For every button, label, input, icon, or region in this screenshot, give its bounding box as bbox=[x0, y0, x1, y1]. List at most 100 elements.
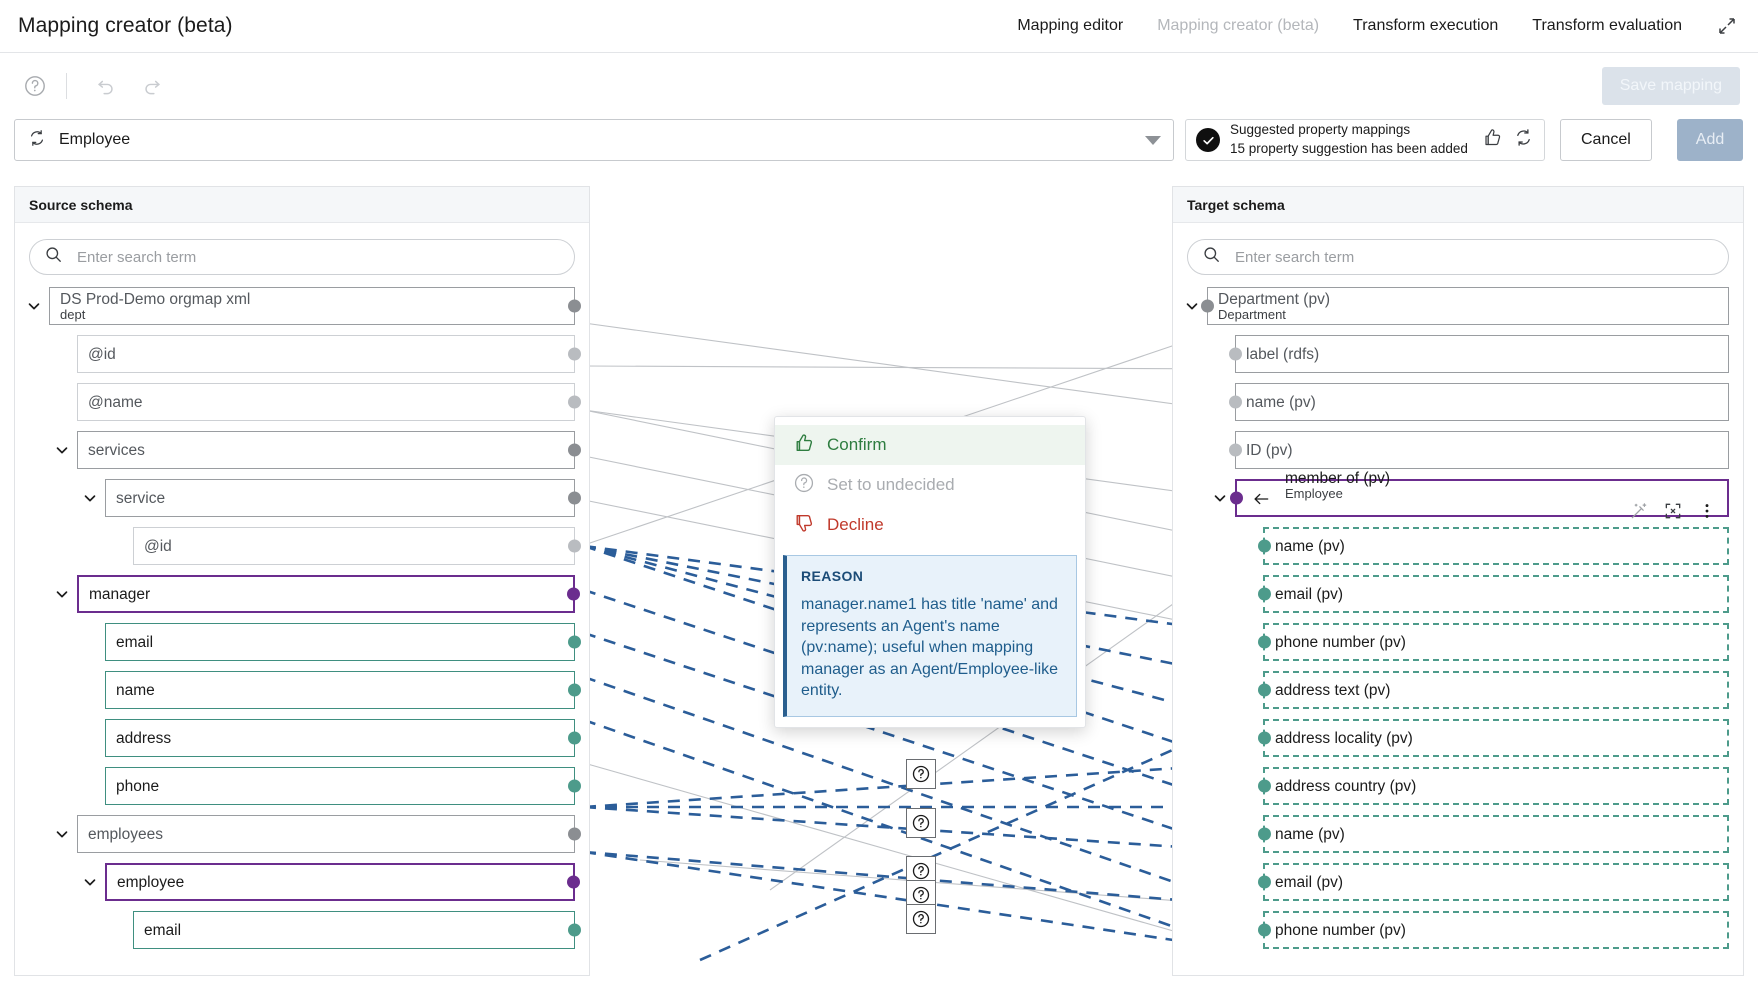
tree-node[interactable]: employee bbox=[15, 863, 589, 901]
nav-mapping-editor[interactable]: Mapping editor bbox=[1017, 17, 1124, 34]
chevron-down-icon[interactable] bbox=[51, 583, 73, 605]
tree-node[interactable]: address text (pv) bbox=[1173, 671, 1743, 709]
collapse-diagonal-icon[interactable] bbox=[1716, 15, 1738, 37]
source-search-box[interactable] bbox=[29, 239, 575, 275]
chevron-down-icon[interactable] bbox=[79, 871, 101, 893]
tree-node[interactable]: member of (pv)Employee bbox=[1173, 470, 1743, 519]
connector-dot[interactable] bbox=[568, 635, 581, 649]
chevron-down-icon[interactable] bbox=[51, 823, 73, 845]
connector-dot[interactable] bbox=[568, 923, 581, 937]
more-vertical-icon[interactable] bbox=[1697, 501, 1717, 526]
tree-node-box[interactable]: address country (pv) bbox=[1258, 767, 1729, 805]
tree-node[interactable]: email bbox=[15, 623, 589, 661]
chevron-down-icon[interactable] bbox=[51, 439, 73, 461]
tree-node[interactable]: @id bbox=[15, 527, 589, 565]
connector-dot[interactable] bbox=[568, 299, 581, 313]
menu-item-decline[interactable]: Decline bbox=[775, 505, 1085, 545]
tree-node-box[interactable]: address bbox=[105, 719, 581, 757]
connector-dot[interactable] bbox=[1258, 875, 1271, 889]
tree-node-box[interactable]: email (pv) bbox=[1258, 575, 1729, 613]
connector-dot[interactable] bbox=[1258, 587, 1271, 601]
tree-node-box[interactable]: manager bbox=[77, 575, 580, 613]
connector-dot[interactable] bbox=[1258, 539, 1271, 553]
tree-node[interactable]: @id bbox=[15, 335, 589, 373]
tree-node[interactable]: phone number (pv) bbox=[1173, 623, 1743, 661]
tree-node[interactable]: name (pv) bbox=[1173, 527, 1743, 565]
undo-button[interactable] bbox=[89, 69, 123, 103]
chevron-down-icon[interactable] bbox=[79, 487, 101, 509]
tree-node[interactable]: name bbox=[15, 671, 589, 709]
tree-node[interactable]: address locality (pv) bbox=[1173, 719, 1743, 757]
tree-node-box[interactable]: name (pv) bbox=[1258, 527, 1729, 565]
tree-node-box[interactable]: name (pv) bbox=[1258, 815, 1729, 853]
connector-dot[interactable] bbox=[568, 779, 581, 793]
tree-node-box[interactable]: member of (pv)Employee bbox=[1230, 470, 1729, 519]
connector-dot[interactable] bbox=[1230, 491, 1243, 505]
connector-dot[interactable] bbox=[1229, 347, 1242, 361]
tree-node-box[interactable]: phone number (pv) bbox=[1258, 911, 1729, 949]
tree-node-box[interactable]: @id bbox=[133, 527, 581, 565]
connector-dot[interactable] bbox=[1258, 683, 1271, 697]
add-button[interactable]: Add bbox=[1677, 119, 1743, 161]
menu-item-confirm[interactable]: Confirm bbox=[775, 425, 1085, 465]
target-search-input[interactable] bbox=[1233, 247, 1714, 267]
chevron-down-icon[interactable] bbox=[23, 295, 45, 317]
connector-dot[interactable] bbox=[568, 443, 581, 457]
connector-dot[interactable] bbox=[568, 395, 581, 409]
tree-node-box[interactable]: name bbox=[105, 671, 581, 709]
connector-dot[interactable] bbox=[567, 875, 580, 889]
chevron-down-icon[interactable] bbox=[1209, 487, 1231, 509]
menu-item-set-undecided[interactable]: Set to undecided bbox=[775, 465, 1085, 505]
connector-dot[interactable] bbox=[568, 683, 581, 697]
nav-transform-evaluation[interactable]: Transform evaluation bbox=[1532, 17, 1682, 34]
focus-frame-icon[interactable] bbox=[1663, 501, 1683, 526]
connector-dot[interactable] bbox=[1258, 827, 1271, 841]
tree-node[interactable]: email bbox=[15, 911, 589, 949]
tree-node-box[interactable]: label (rdfs) bbox=[1229, 335, 1729, 373]
source-search-input[interactable] bbox=[75, 247, 560, 267]
refresh-suggestions-icon[interactable] bbox=[1513, 127, 1534, 153]
entity-select[interactable]: Employee bbox=[14, 119, 1174, 161]
tree-node[interactable]: phone bbox=[15, 767, 589, 805]
tree-node[interactable]: employees bbox=[15, 815, 589, 853]
connector-dot[interactable] bbox=[568, 827, 581, 841]
tree-node[interactable]: services bbox=[15, 431, 589, 469]
tree-node-box[interactable]: email bbox=[133, 911, 581, 949]
chevron-down-icon[interactable] bbox=[1181, 295, 1203, 317]
save-mapping-button[interactable]: Save mapping bbox=[1601, 67, 1740, 105]
tree-node[interactable]: email (pv) bbox=[1173, 575, 1743, 613]
connector-dot[interactable] bbox=[1258, 731, 1271, 745]
connector-dot[interactable] bbox=[1229, 395, 1242, 409]
target-search-box[interactable] bbox=[1187, 239, 1729, 275]
connector-dot[interactable] bbox=[568, 539, 581, 553]
link-undecided-badge[interactable] bbox=[906, 904, 936, 934]
magic-wand-icon[interactable] bbox=[1629, 501, 1649, 526]
tree-node[interactable]: email (pv) bbox=[1173, 863, 1743, 901]
tree-node[interactable]: name (pv) bbox=[1173, 815, 1743, 853]
tree-node-box[interactable]: @id bbox=[77, 335, 581, 373]
link-undecided-badge[interactable] bbox=[906, 808, 936, 838]
tree-node[interactable]: address country (pv) bbox=[1173, 767, 1743, 805]
help-button[interactable] bbox=[18, 69, 52, 103]
connector-dot[interactable] bbox=[568, 347, 581, 361]
tree-node-box[interactable]: Department (pv)Department bbox=[1201, 287, 1729, 325]
tree-node[interactable]: ID (pv) bbox=[1173, 431, 1743, 469]
connector-dot[interactable] bbox=[568, 491, 581, 505]
connector-dot[interactable] bbox=[1229, 443, 1242, 457]
tree-node[interactable]: label (rdfs) bbox=[1173, 335, 1743, 373]
tree-node-box[interactable]: service bbox=[105, 479, 581, 517]
tree-node-box[interactable]: ID (pv) bbox=[1229, 431, 1729, 469]
connector-dot[interactable] bbox=[568, 731, 581, 745]
tree-node-box[interactable]: phone bbox=[105, 767, 581, 805]
tree-node-box[interactable]: email bbox=[105, 623, 581, 661]
tree-node[interactable]: address bbox=[15, 719, 589, 757]
chevron-down-icon[interactable] bbox=[1145, 135, 1161, 145]
nav-transform-execution[interactable]: Transform execution bbox=[1353, 17, 1499, 34]
tree-node-box[interactable]: employee bbox=[105, 863, 580, 901]
tree-node-box[interactable]: address text (pv) bbox=[1258, 671, 1729, 709]
tree-node-box[interactable]: phone number (pv) bbox=[1258, 623, 1729, 661]
tree-node[interactable]: Department (pv)Department bbox=[1173, 287, 1743, 325]
tree-node-box[interactable]: services bbox=[77, 431, 581, 469]
